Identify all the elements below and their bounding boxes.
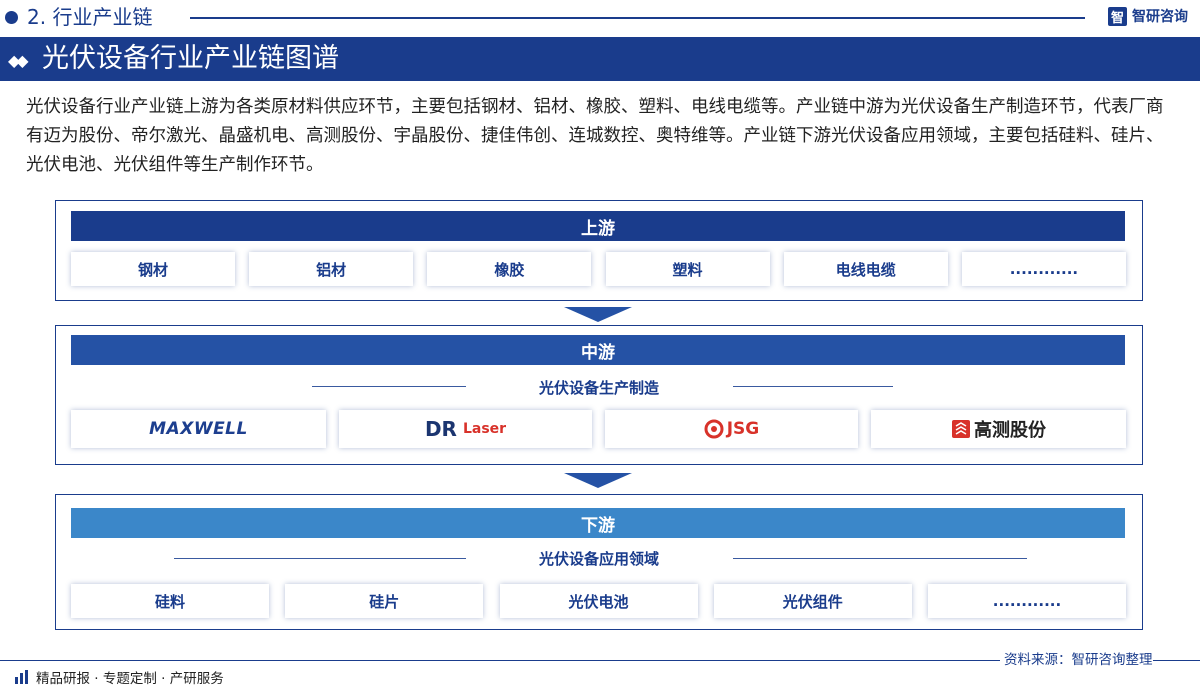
downstream-item: 光伏组件 bbox=[713, 584, 912, 618]
brand-name: 智研咨询 bbox=[1132, 9, 1188, 25]
downstream-item: 硅料 bbox=[71, 584, 269, 618]
source-note: 资料来源：智研咨询整理 bbox=[1000, 648, 1153, 668]
jsg-wordmark: JSG bbox=[726, 419, 760, 439]
downstream-item: ............ bbox=[928, 584, 1126, 618]
logo-maxwell: MAXWELL bbox=[71, 410, 326, 448]
midstream-logos: MAXWELL DR Laser JSG 高测股份 bbox=[71, 410, 1126, 448]
downstream-item: 硅片 bbox=[285, 584, 484, 618]
laser-wordmark: Laser bbox=[462, 421, 507, 437]
title-banner bbox=[0, 37, 1200, 81]
gaoce-wordmark: 高测股份 bbox=[974, 420, 1046, 441]
header-divider bbox=[190, 17, 1085, 19]
footer-tagline-text: 精品研报 · 专题定制 · 产研服务 bbox=[36, 671, 224, 687]
subtitle-line-left bbox=[312, 386, 466, 387]
downstream-panel: 下游 光伏设备应用领域 硅料 硅片 光伏电池 光伏组件 ............ bbox=[55, 494, 1143, 630]
section-title: 2. 行业产业链 bbox=[27, 5, 153, 29]
upstream-item: 铝材 bbox=[249, 252, 414, 286]
downstream-items: 硅料 硅片 光伏电池 光伏组件 ............ bbox=[71, 584, 1126, 618]
section-bullet-icon bbox=[5, 11, 18, 24]
jsg-emblem-icon bbox=[704, 419, 724, 439]
footer-divider bbox=[0, 660, 1200, 661]
midstream-panel: 中游 光伏设备生产制造 MAXWELL DR Laser JSG bbox=[55, 325, 1143, 465]
description-paragraph: 光伏设备行业产业链上游为各类原材料供应环节，主要包括钢材、铝材、橡胶、塑料、电线… bbox=[26, 97, 1164, 175]
downstream-header: 下游 bbox=[71, 508, 1125, 538]
logo-dr-laser: DR Laser bbox=[339, 410, 592, 448]
down-arrow-icon bbox=[564, 473, 632, 488]
footer-tagline: 精品研报 · 专题定制 · 产研服务 bbox=[14, 667, 224, 687]
upstream-item: 电线电缆 bbox=[783, 252, 948, 286]
dr-wordmark: DR bbox=[424, 417, 457, 441]
upstream-item: 塑料 bbox=[605, 252, 770, 286]
downstream-subtitle: 光伏设备应用领域 bbox=[539, 550, 660, 568]
subtitle-line-right bbox=[733, 386, 893, 387]
upstream-item: ............ bbox=[961, 252, 1126, 286]
midstream-header: 中游 bbox=[71, 335, 1125, 365]
upstream-item: 钢材 bbox=[71, 252, 235, 286]
brand-logo-icon: 智 bbox=[1108, 6, 1127, 26]
upstream-items: 钢材 铝材 橡胶 塑料 电线电缆 ............ bbox=[71, 252, 1126, 286]
subtitle-line-left bbox=[174, 558, 466, 559]
midstream-subtitle: 光伏设备生产制造 bbox=[539, 379, 660, 397]
page-title: 光伏设备行业产业链图谱 bbox=[42, 43, 339, 74]
logo-jsg: JSG bbox=[605, 410, 858, 448]
down-arrow-icon bbox=[564, 307, 632, 322]
diamond-icon: ◆◆ bbox=[8, 51, 29, 70]
subtitle-line-right bbox=[733, 558, 1027, 559]
upstream-header: 上游 bbox=[71, 211, 1125, 241]
gaoce-emblem-icon bbox=[952, 420, 970, 438]
footer-chart-icon bbox=[15, 670, 28, 684]
logo-gaoce: 高测股份 bbox=[871, 410, 1126, 448]
maxwell-wordmark: MAXWELL bbox=[149, 419, 248, 439]
upstream-panel: 上游 钢材 铝材 橡胶 塑料 电线电缆 ............ bbox=[55, 200, 1143, 301]
upstream-item: 橡胶 bbox=[427, 252, 592, 286]
downstream-item: 光伏电池 bbox=[499, 584, 698, 618]
brand: 智 智研咨询 bbox=[1108, 6, 1188, 26]
